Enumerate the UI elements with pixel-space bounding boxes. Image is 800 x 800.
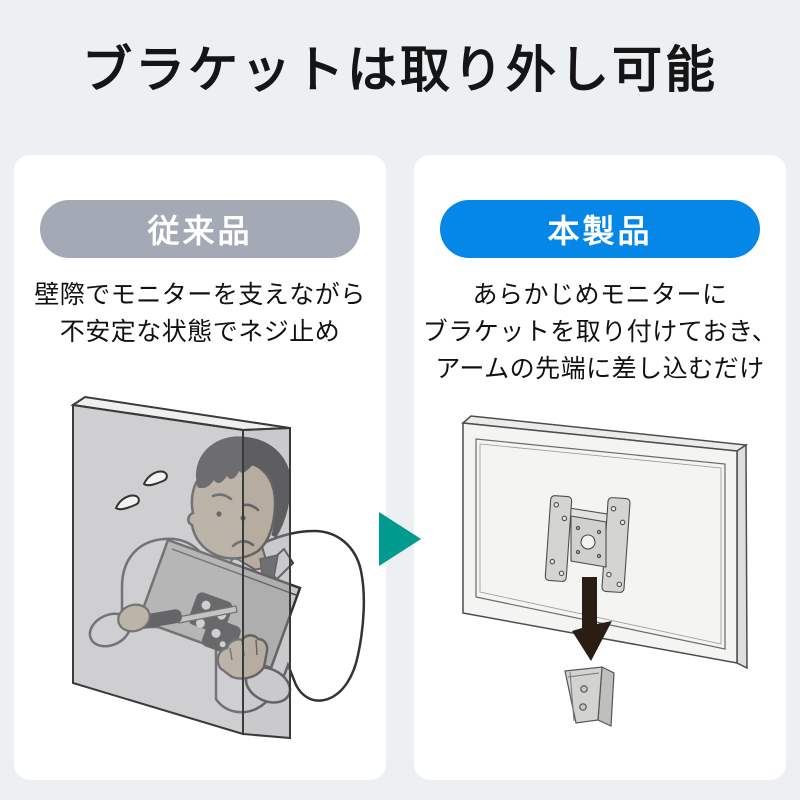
before-badge: 従来品 [40, 200, 360, 258]
right-arrow-icon [379, 512, 421, 566]
vesa-center-hole [580, 534, 596, 550]
wall-slab [70, 395, 291, 740]
before-description-line-2: 不安定な状態でネジ止め [59, 318, 341, 346]
vesa-bracket [544, 495, 631, 593]
before-illustration [70, 395, 366, 740]
after-description-line-2: ブラケットを取り付けておき、 [422, 318, 778, 346]
after-badge: 本製品 [440, 200, 760, 258]
before-description: 壁際でモニターを支えながら 不安定な状態でネジ止め [14, 277, 386, 351]
after-illustration [461, 415, 749, 727]
before-description-line-1: 壁際でモニターを支えながら [34, 281, 366, 309]
after-description-line-3: アームの先端に差し込むだけ [435, 355, 765, 383]
after-description-line-1: あらかじめモニターに [472, 281, 728, 309]
sweat-drops [114, 470, 168, 511]
before-panel: 従来品 壁際でモニターを支えながら 不安定な状態でネジ止め [14, 155, 386, 780]
after-description: あらかじめモニターに ブラケットを取り付けておき、 アームの先端に差し込むだけ [414, 277, 786, 388]
arm-socket [564, 666, 615, 727]
right-arrow-shape [379, 512, 421, 566]
down-arrow-icon [572, 577, 612, 661]
page-title: ブラケットは取り外し可能 [82, 42, 718, 98]
after-panel: 本製品 あらかじめモニターに ブラケットを取り付けておき、 アームの先端に差し込… [414, 155, 786, 780]
